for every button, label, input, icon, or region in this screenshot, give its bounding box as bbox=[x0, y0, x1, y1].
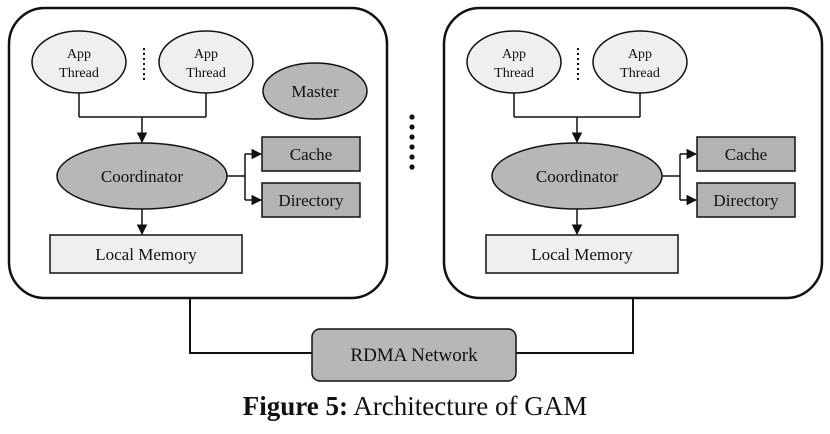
figure-title: Architecture of GAM bbox=[353, 391, 588, 421]
app-thread-label: App bbox=[502, 47, 526, 62]
app-thread-label: App bbox=[194, 47, 218, 62]
app-thread-oval bbox=[592, 30, 688, 94]
figure-caption: Figure 5: Architecture of GAM bbox=[0, 391, 830, 422]
directory-box bbox=[696, 182, 796, 218]
more-nodes-ellipsis bbox=[409, 114, 415, 170]
thread-to-coordinator-connector bbox=[513, 93, 641, 144]
node-right: App Thread App Thread Coordinator Cache … bbox=[442, 6, 824, 300]
app-thread-label: Thread bbox=[494, 66, 534, 81]
master-oval bbox=[262, 62, 368, 120]
rdma-network-label: RDMA Network bbox=[350, 345, 478, 366]
local-memory-label: Local Memory bbox=[531, 245, 633, 264]
gam-architecture-diagram: App Thread App Thread Master Coordinator… bbox=[7, 6, 824, 382]
directory-label: Directory bbox=[713, 191, 779, 210]
directory-box bbox=[261, 182, 361, 218]
app-thread-oval bbox=[466, 30, 562, 94]
rdma-network-box bbox=[311, 328, 517, 382]
cache-box bbox=[261, 136, 361, 172]
coordinator-branch-connector bbox=[571, 148, 698, 236]
app-thread-oval bbox=[158, 30, 254, 94]
coordinator-label: Coordinator bbox=[101, 167, 183, 186]
app-thread-label: Thread bbox=[186, 66, 226, 81]
local-memory-label: Local Memory bbox=[95, 245, 197, 264]
directory-label: Directory bbox=[278, 191, 344, 210]
node-left: App Thread App Thread Master Coordinator… bbox=[7, 6, 389, 300]
cache-box bbox=[696, 136, 796, 172]
app-thread-oval bbox=[31, 30, 127, 94]
app-thread-label: Thread bbox=[620, 66, 660, 81]
cache-label: Cache bbox=[290, 145, 332, 164]
cache-label: Cache bbox=[725, 145, 767, 164]
coordinator-label: Coordinator bbox=[536, 167, 618, 186]
local-memory-box bbox=[49, 234, 243, 274]
figure-number: Figure 5: bbox=[242, 391, 349, 421]
network-links bbox=[189, 298, 634, 354]
local-memory-box bbox=[485, 234, 679, 274]
master-label: Master bbox=[291, 82, 339, 101]
coordinator-branch-connector bbox=[136, 148, 263, 236]
app-thread-label: App bbox=[628, 47, 652, 62]
app-thread-label: Thread bbox=[59, 66, 99, 81]
thread-to-coordinator-connector bbox=[78, 93, 207, 144]
app-thread-label: App bbox=[67, 47, 91, 62]
